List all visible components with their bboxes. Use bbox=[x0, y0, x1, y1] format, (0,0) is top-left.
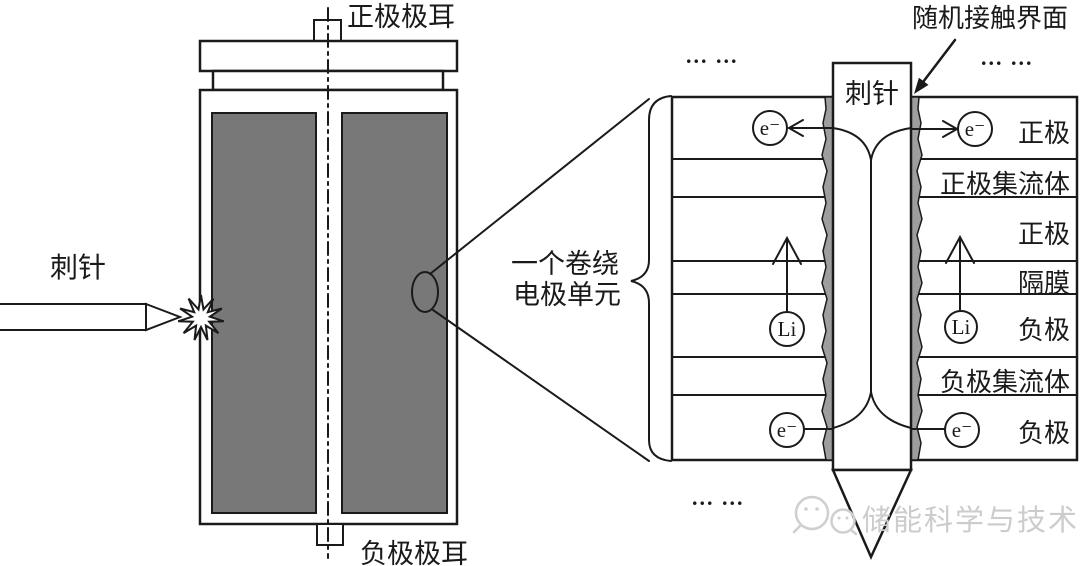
contact-strip-left bbox=[821, 96, 834, 461]
random-contact-interface-label: 随机接触界面 bbox=[912, 4, 1069, 33]
wound-unit-brace bbox=[630, 95, 672, 462]
contact-strip-right bbox=[910, 96, 923, 461]
electron-symbol-bottom-right: e⁻ bbox=[951, 418, 973, 442]
layer-label-negative-collector: 负极集流体 bbox=[939, 368, 1070, 397]
interface-pointer-arrow bbox=[914, 38, 957, 94]
nail-label: 刺针 bbox=[50, 253, 107, 284]
negative-tab-shape bbox=[316, 523, 344, 546]
ellipsis-top-right: ... ... bbox=[981, 45, 1034, 70]
electron-circle-top-right bbox=[957, 111, 993, 147]
lithium-arrows bbox=[772, 234, 975, 313]
lithium-circle-right bbox=[944, 310, 978, 344]
wechat-logo-icon bbox=[792, 495, 858, 536]
arrowhead-left bbox=[786, 119, 804, 137]
nail-tip-left bbox=[145, 302, 183, 332]
jelly-roll-right bbox=[341, 112, 448, 514]
layer-stack bbox=[670, 38, 1079, 561]
spark-burst bbox=[177, 294, 225, 341]
layer-label-negative-2: 负极 bbox=[1017, 419, 1070, 448]
layer-label-separator: 隔膜 bbox=[1017, 269, 1070, 298]
electron-circle-bottom-right bbox=[944, 412, 980, 448]
layer-dividers bbox=[671, 158, 1078, 396]
zoom-line-lower bbox=[432, 309, 650, 462]
layer-label-positive-2: 正极 bbox=[1017, 220, 1070, 249]
zoom-source-ellipse bbox=[411, 271, 439, 313]
nail-body-left bbox=[0, 303, 147, 331]
li-arrowhead-right bbox=[945, 234, 975, 264]
layer-label-positive-collector: 正极集流体 bbox=[939, 170, 1070, 199]
lithium-symbol-left: Li bbox=[777, 317, 797, 341]
right-layer-block bbox=[909, 95, 1079, 462]
layer-label-positive-1: 正极 bbox=[1017, 119, 1070, 148]
electron-symbol-top-left: e⁻ bbox=[759, 116, 781, 140]
negative-tab-label: 负极极耳 bbox=[360, 539, 468, 566]
jelly-roll-left bbox=[211, 112, 317, 514]
watermark-text: 储能科学与技术 bbox=[862, 505, 1080, 537]
layer-label-negative-1: 负极 bbox=[1017, 316, 1070, 345]
lithium-circle-left bbox=[769, 311, 805, 347]
li-arrowhead-left bbox=[772, 235, 802, 265]
left-layer-block bbox=[670, 95, 835, 462]
electron-symbol-top-right: e⁻ bbox=[964, 117, 986, 141]
positive-tab-label: 正极极耳 bbox=[347, 2, 455, 32]
ellipsis-bottom-left: ... ... bbox=[692, 485, 745, 510]
electron-symbol-bottom-left: e⁻ bbox=[776, 418, 798, 442]
wound-unit-label-line1: 一个卷绕 bbox=[511, 249, 619, 279]
zoom-line-upper bbox=[429, 98, 650, 275]
lithium-symbol-right: Li bbox=[951, 315, 971, 339]
wound-unit-label-line2: 电极单元 bbox=[513, 280, 621, 310]
symbol-circles bbox=[752, 110, 993, 448]
current-path bbox=[832, 127, 912, 429]
battery-cell bbox=[0, 7, 672, 559]
nail-detail-label: 刺针 bbox=[845, 79, 899, 109]
electron-circle-top-left bbox=[752, 110, 788, 146]
ellipsis-top-left: ... ... bbox=[686, 43, 739, 68]
electron-circle-bottom-left bbox=[769, 412, 805, 448]
